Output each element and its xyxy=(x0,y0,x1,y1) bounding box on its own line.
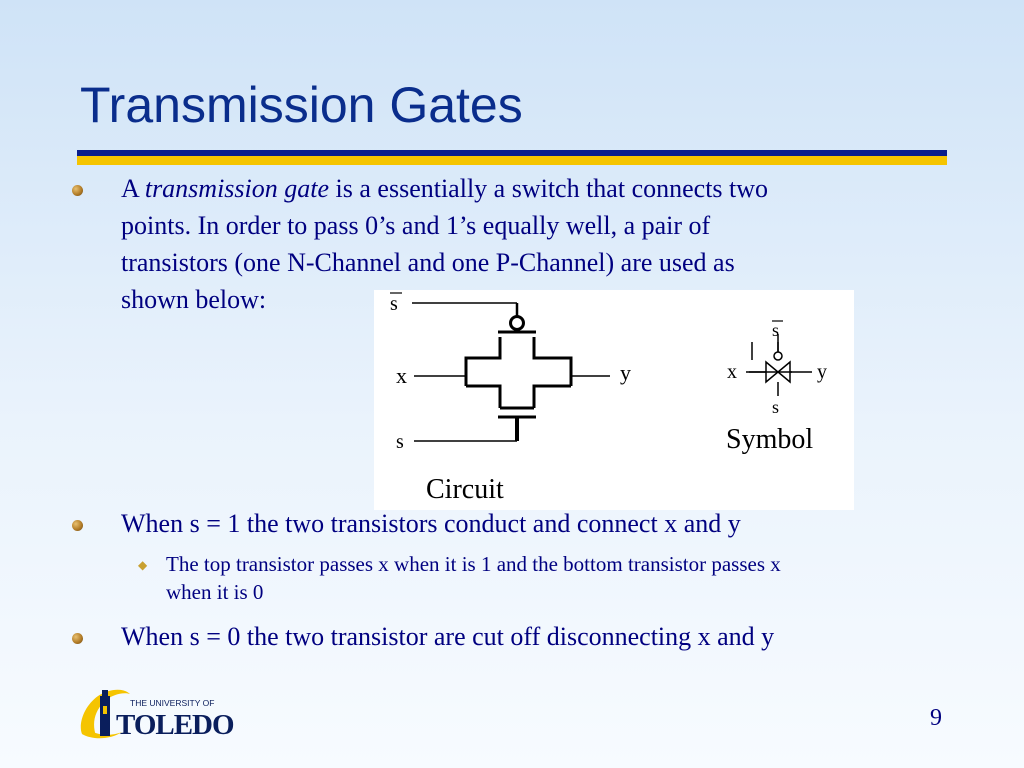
bullet-1-line-1-rest: is a essentially a switch that connects … xyxy=(329,174,769,203)
bullet-1-prefix: A xyxy=(121,174,145,203)
university-of-toledo-logo: THE UNIVERSITY OF TOLEDO xyxy=(76,684,246,742)
symbol-label-x: x xyxy=(727,361,737,383)
logo-line-2: TOLEDO xyxy=(116,709,234,741)
page-number: 9 xyxy=(930,705,942,731)
transmission-gate-symbol xyxy=(746,334,812,396)
bullet-1-line-3: transistors (one N-Channel and one P-Cha… xyxy=(121,248,735,277)
bullet-2-sub-line-1: The top transistor passes x when it is 1… xyxy=(166,552,781,576)
circuit-diagram xyxy=(412,302,610,442)
bullet-icon xyxy=(72,520,83,531)
bullet-1-term: transmission gate xyxy=(144,174,330,203)
toledo-logo-icon: THE UNIVERSITY OF TOLEDO xyxy=(80,689,235,741)
bullet-2-text: When s = 1 the two transistors conduct a… xyxy=(121,509,741,538)
circuit-label-s-bar: s xyxy=(390,293,398,315)
bullet-1-line-2: points. In order to pass 0’s and 1’s equ… xyxy=(121,211,711,240)
bullet-1-line-4: shown below: xyxy=(121,285,267,314)
bullet-1-line-1: A transmission gate is a essentially a s… xyxy=(121,170,768,207)
symbol-caption: Symbol xyxy=(726,424,813,455)
sub-bullet-diamond-icon: ◆ xyxy=(138,558,148,572)
logo-line-1: THE UNIVERSITY OF xyxy=(130,698,214,708)
title-divider-blue xyxy=(77,150,947,156)
circuit-label-s: s xyxy=(396,431,404,453)
bullet-icon xyxy=(72,185,83,196)
bullet-2-sub-line-2: when it is 0 xyxy=(166,580,264,604)
circuit-caption: Circuit xyxy=(426,474,504,505)
circuit-label-y: y xyxy=(620,360,631,385)
pmos-bubble-icon xyxy=(509,315,525,331)
bullet-1-text: A transmission gate is a essentially a s… xyxy=(121,170,768,318)
transmission-gate-figure: s x y s Circuit s x y s Symbol xyxy=(374,290,854,510)
transmission-gate-diagram: s x y s Circuit s x y s Symbol xyxy=(390,292,827,505)
title-divider-gold xyxy=(77,156,947,165)
symbol-label-y: y xyxy=(817,361,827,383)
bullet-3-text: When s = 0 the two transistor are cut of… xyxy=(121,622,775,651)
circuit-label-x: x xyxy=(396,363,407,388)
slide-title: Transmission Gates xyxy=(80,77,523,133)
symbol-label-s: s xyxy=(772,397,779,417)
symbol-label-s-bar: s xyxy=(772,320,779,340)
bullet-icon xyxy=(72,633,83,644)
bullet-2-sub-text: The top transistor passes x when it is 1… xyxy=(166,550,781,606)
